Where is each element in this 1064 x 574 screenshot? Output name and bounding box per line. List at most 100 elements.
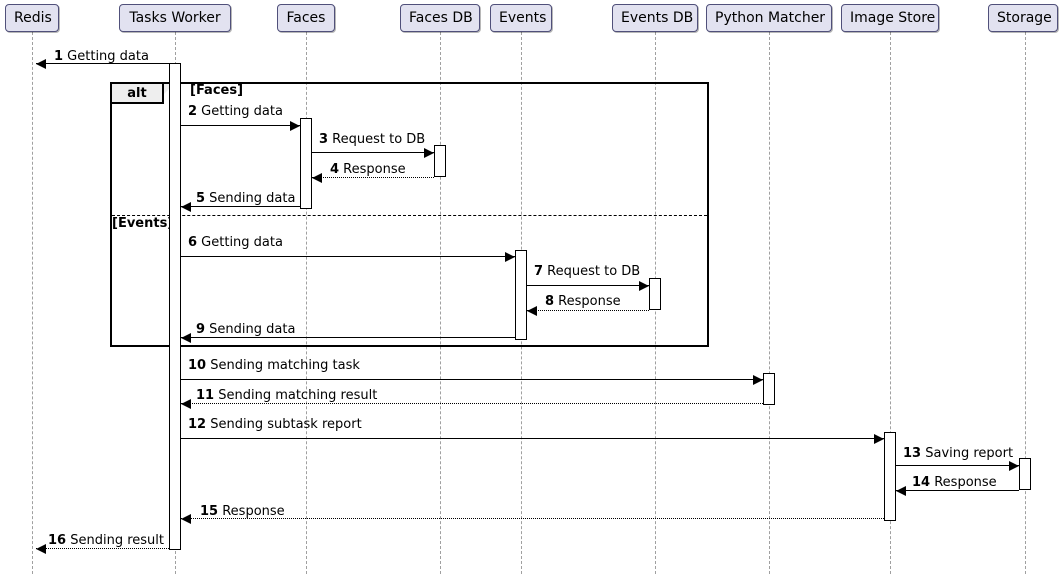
- message-label-12: 12 Sending subtask report: [188, 417, 362, 433]
- message-label-16: 16 Sending result: [48, 533, 164, 549]
- message-text-4: Response: [339, 162, 406, 177]
- arrowhead-12: [874, 434, 884, 444]
- activation-bar-worker: [169, 63, 181, 550]
- message-number-3: 3: [319, 132, 329, 147]
- message-line-9: [181, 337, 515, 338]
- lifeline-storage: [1025, 32, 1026, 574]
- arrowhead-15: [181, 514, 191, 524]
- arrowhead-11: [181, 399, 191, 409]
- lifeline-faces: [306, 32, 307, 574]
- activation-bar-eventsdb: [649, 278, 661, 310]
- message-number-8: 8: [545, 294, 555, 309]
- arrowhead-14: [896, 486, 906, 496]
- message-text-13: Saving report: [921, 446, 1014, 461]
- activation-bar-events: [515, 250, 527, 340]
- lifeline-store: [890, 32, 891, 574]
- message-label-3: 3 Request to DB: [319, 132, 425, 148]
- message-number-10: 10: [188, 358, 207, 373]
- arrowhead-1: [36, 59, 46, 69]
- message-line-10: [181, 379, 763, 380]
- arrowhead-10: [753, 375, 763, 385]
- message-number-14: 14: [912, 475, 931, 490]
- lifeline-matcher: [769, 32, 770, 574]
- arrowhead-4: [312, 173, 322, 183]
- message-number-2: 2: [188, 104, 198, 119]
- message-text-2: Getting data: [197, 104, 283, 119]
- alt-fragment-operator: alt: [112, 84, 164, 104]
- message-label-4: 4 Response: [330, 162, 406, 178]
- message-text-6: Getting data: [197, 235, 283, 250]
- message-number-7: 7: [534, 264, 544, 279]
- message-text-14: Response: [930, 475, 997, 490]
- message-line-13: [896, 465, 1019, 466]
- message-number-12: 12: [188, 417, 207, 432]
- message-label-9: 9 Sending data: [196, 322, 295, 338]
- message-text-8: Response: [554, 294, 621, 309]
- message-line-3: [312, 152, 434, 153]
- message-number-9: 9: [196, 322, 206, 337]
- lifeline-redis: [32, 32, 33, 574]
- message-text-11: Sending matching result: [214, 388, 378, 403]
- message-label-7: 7 Request to DB: [534, 264, 640, 280]
- message-line-11: [181, 403, 763, 404]
- arrowhead-8: [527, 306, 537, 316]
- message-number-4: 4: [330, 162, 340, 177]
- message-text-15: Response: [218, 504, 285, 519]
- message-line-6: [181, 256, 515, 257]
- alt-guard-condition: [Faces]: [190, 83, 244, 98]
- arrowhead-9: [181, 333, 191, 343]
- message-label-8: 8 Response: [545, 294, 621, 310]
- message-text-5: Sending data: [205, 191, 296, 206]
- arrowhead-7: [639, 281, 649, 291]
- message-line-5: [181, 206, 300, 207]
- participant-storage[interactable]: Storage: [988, 4, 1058, 32]
- message-number-6: 6: [188, 235, 198, 250]
- activation-bar-facesdb: [434, 145, 446, 177]
- message-label-11: 11 Sending matching result: [196, 388, 377, 404]
- message-line-1: [36, 63, 169, 64]
- message-text-12: Sending subtask report: [206, 417, 362, 432]
- message-label-15: 15 Response: [200, 504, 285, 520]
- message-label-5: 5 Sending data: [196, 191, 295, 207]
- message-number-15: 15: [200, 504, 219, 519]
- participant-faces[interactable]: Faces: [277, 4, 335, 32]
- arrowhead-13: [1009, 461, 1019, 471]
- message-line-15: [181, 518, 884, 519]
- message-text-10: Sending matching task: [206, 358, 360, 373]
- message-line-14: [896, 490, 1019, 491]
- message-line-8: [527, 310, 649, 311]
- arrowhead-16: [36, 544, 46, 554]
- activation-bar-faces: [300, 118, 312, 209]
- participant-store[interactable]: Image Store: [841, 4, 939, 32]
- participant-matcher[interactable]: Python Matcher: [706, 4, 832, 32]
- participant-worker[interactable]: Tasks Worker: [119, 4, 231, 32]
- message-label-2: 2 Getting data: [188, 104, 283, 120]
- message-number-1: 1: [54, 49, 64, 64]
- arrowhead-2: [290, 121, 300, 131]
- message-line-16: [36, 548, 169, 549]
- participant-redis[interactable]: Redis: [5, 4, 59, 32]
- arrowhead-3: [424, 148, 434, 158]
- message-number-11: 11: [196, 388, 215, 403]
- message-line-2: [181, 125, 300, 126]
- message-text-3: Request to DB: [328, 132, 426, 147]
- participant-facesdb[interactable]: Faces DB: [400, 4, 480, 32]
- message-number-16: 16: [48, 533, 67, 548]
- arrowhead-6: [505, 252, 515, 262]
- arrowhead-5: [181, 202, 191, 212]
- activation-bar-store: [884, 432, 896, 521]
- activation-bar-storage: [1019, 458, 1031, 490]
- participant-events[interactable]: Events: [490, 4, 552, 32]
- alt-fragment-divider: [112, 215, 707, 216]
- message-number-5: 5: [196, 191, 206, 206]
- message-label-10: 10 Sending matching task: [188, 358, 360, 374]
- message-label-6: 6 Getting data: [188, 235, 283, 251]
- message-line-4: [312, 177, 434, 178]
- message-label-13: 13 Saving report: [903, 446, 1013, 462]
- participant-eventsdb[interactable]: Events DB: [612, 4, 698, 32]
- alt-guard-condition: [Events]: [112, 216, 174, 231]
- message-text-1: Getting data: [63, 49, 149, 64]
- message-label-14: 14 Response: [912, 475, 997, 491]
- message-line-12: [181, 438, 884, 439]
